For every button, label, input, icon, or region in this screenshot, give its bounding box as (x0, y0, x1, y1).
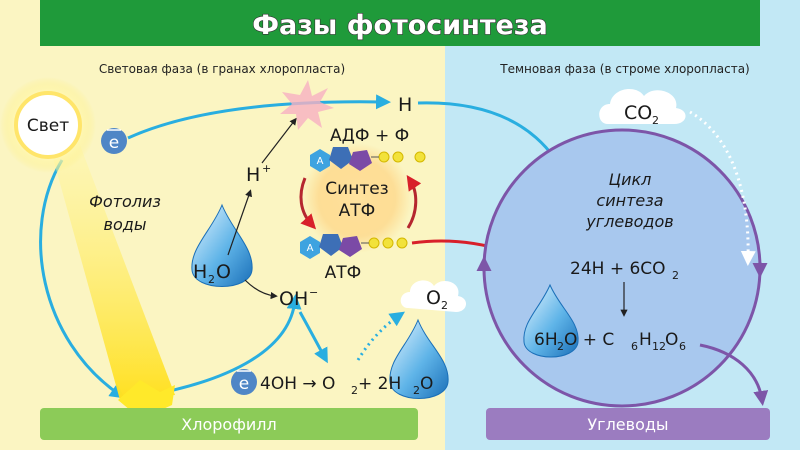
electron-label: e (109, 133, 119, 153)
chlorophyll-to-oh-arc (149, 294, 302, 397)
adp-label: АДФ + Ф (330, 126, 409, 146)
adp-phosphate-2 (392, 151, 404, 163)
dark-phase-subtitle: Темновая фаза (в строме хлоропласта) (499, 62, 750, 76)
o2-sub: 2 (441, 299, 448, 312)
carbohydrates-label: Углеводы (587, 415, 668, 434)
atp-sugar (339, 236, 362, 257)
atp-phosphate-3 (396, 237, 408, 249)
o2-o: O (426, 287, 441, 309)
electron-badge (101, 128, 127, 154)
co2-cloud (599, 89, 686, 124)
equation-plus-2h: + 2H (358, 374, 401, 394)
sun (14, 91, 82, 159)
chlorophyll-bar (40, 408, 418, 440)
atp-phosphate-2 (382, 237, 394, 249)
dark-eq2-sub12: 12 (652, 340, 666, 353)
equation-o: O (420, 374, 433, 394)
dark-eq1-sub: 2 (672, 269, 679, 282)
adp-ribose (329, 147, 353, 169)
oh-to-equation-arrow (298, 311, 328, 364)
carbs-output-arrow (699, 343, 769, 406)
title-bar (40, 0, 760, 46)
atp-synthesis-line1: Синтез (325, 179, 388, 199)
free-phosphate (414, 151, 426, 163)
left-cycle-arc (39, 159, 125, 399)
dark-eq2-sub2: 2 (557, 340, 564, 353)
cycle-label-line3: углеводов (585, 212, 673, 231)
sun-label: Свет (27, 116, 69, 136)
cycle-label-line2: синтеза (596, 191, 663, 210)
hplus-to-h-arrow (261, 117, 297, 164)
light-beam (48, 140, 175, 400)
o2-cloud (400, 280, 467, 312)
dark-eq2-o: O (665, 330, 678, 350)
carbohydrates-bar (486, 408, 770, 440)
dark-eq2-h: H (639, 330, 652, 350)
water-formula-h: H (193, 261, 207, 283)
water-formula-o: O (216, 261, 231, 283)
oh-label: OH (279, 288, 308, 310)
photolysis-label-line2: воды (104, 215, 147, 234)
water-drop-dark (523, 283, 579, 358)
equation-4oh: 4OH → O (260, 374, 335, 394)
atp-synthesis-glow (302, 143, 412, 253)
dark-eq1-main: 24H + 6CO (570, 259, 666, 279)
oh-sup: − (309, 286, 318, 299)
atp-adenine (300, 236, 320, 259)
atp-label: АТФ (325, 263, 362, 283)
water-drop-product (389, 318, 449, 399)
equation-sub-2a: 2 (351, 384, 358, 397)
adp-adenine-label: A (317, 156, 324, 167)
atp-ribose (319, 234, 343, 256)
cycle-label-line1: Цикл (609, 170, 652, 189)
water-to-hplus-arrow (227, 189, 252, 256)
h-plus-label: H (246, 164, 260, 186)
electron-label-bottom: e (239, 374, 249, 394)
light-phase-subtitle: Световая фаза (в гранах хлоропласта) (99, 62, 345, 76)
adp-phosphate-1 (378, 151, 390, 163)
water-to-oh-arrow (244, 279, 278, 300)
energy-starburst (280, 80, 334, 130)
adp-adenine (310, 149, 330, 172)
water-drop (191, 203, 253, 287)
co2-sub: 2 (652, 114, 659, 127)
dark-eq2-6h: 6H (534, 330, 558, 350)
atp-adenine-label: A (307, 243, 314, 254)
adp-sugar (349, 150, 372, 171)
page-title: Фазы фотосинтеза (252, 10, 547, 41)
electron-to-h-arc (127, 94, 391, 140)
h-label: H (398, 94, 412, 116)
electron-badge-bottom (231, 369, 257, 395)
atp-synthesis-line2: АТФ (339, 201, 376, 221)
dark-eq2-sub6b: 6 (679, 340, 686, 353)
co2-intake-arrow (689, 110, 756, 266)
atp-cycle-arrow-up (406, 175, 422, 229)
photolysis-label-line1: Фотолиз (89, 192, 161, 211)
dark-eq2-o-plus-c: O + C (564, 330, 614, 350)
atp-cycle-arrow-down (299, 177, 317, 230)
water-formula-sub2: 2 (208, 273, 215, 286)
light-flash (118, 380, 175, 415)
co2-label: CO (624, 102, 652, 124)
chlorophyll-label: Хлорофилл (181, 415, 276, 434)
equation-sub-2b: 2 (413, 384, 420, 397)
dark-eq2-sub6a: 6 (631, 340, 638, 353)
atp-phosphate-1 (368, 237, 380, 249)
h-plus-sup: + (262, 162, 271, 175)
